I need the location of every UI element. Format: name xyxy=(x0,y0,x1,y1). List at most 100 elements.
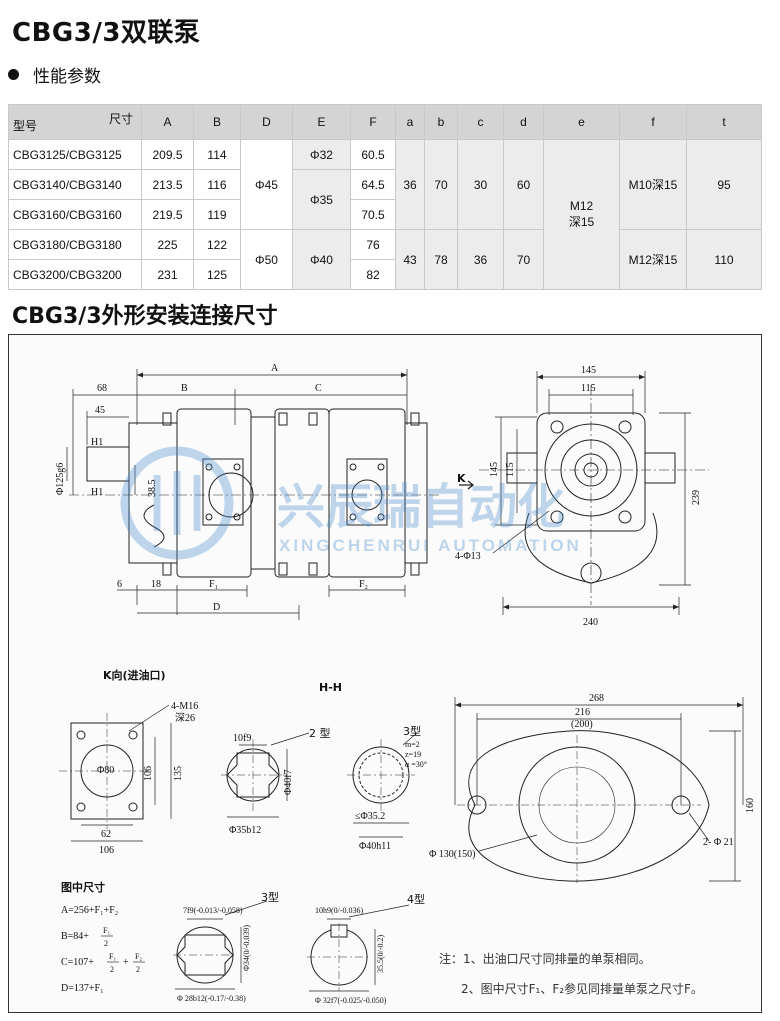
header-a: a xyxy=(395,104,425,140)
cell-F: 82 xyxy=(350,259,396,290)
cell-e-line1: M12 xyxy=(569,199,594,213)
dim-6: 6 xyxy=(117,579,122,590)
dim-145-v: 145 xyxy=(489,462,500,477)
bottom-10h9: 10h9(0/-0.036) xyxy=(315,906,364,915)
cell-f: M10深15 xyxy=(619,139,687,230)
cell-D: Φ45 xyxy=(240,139,293,230)
cell-B: 125 xyxy=(193,259,241,290)
dim-D: D xyxy=(213,602,220,613)
k-view xyxy=(59,713,155,829)
shaft-bottom-type4 xyxy=(307,923,371,991)
k-4-m16: 4-M16 xyxy=(171,701,198,712)
hh-phi40h11: Φ40h11 xyxy=(359,841,391,852)
note-1: 注：1、出油口尺寸同排量的单泵相同。 xyxy=(439,951,651,966)
dim-240: 240 xyxy=(583,617,598,628)
cell-A: 219.5 xyxy=(141,199,194,230)
hh-type3: 3型 xyxy=(403,724,421,738)
cell-F: 76 xyxy=(350,229,396,260)
header-t: t xyxy=(686,104,762,140)
dimension-drawing: 兴辰瑞自动化 XINGCHENRUI AUTOMATION A B C 68 4… xyxy=(8,334,762,1013)
table-header-row: 型号 尺寸 A B D E F a b c d e f t xyxy=(8,104,762,140)
performance-table: 型号 尺寸 A B D E F a b c d e f t CBG3125/CB… xyxy=(8,104,762,290)
hh-m: m=2 xyxy=(405,740,420,749)
dim-38-5: 38.5 xyxy=(147,480,158,498)
bottom-type3: 3型 xyxy=(261,890,279,904)
bottom-type4: 4型 xyxy=(407,892,425,906)
cell-d: 60 xyxy=(503,139,544,230)
dim-4-phi13: 4-Φ13 xyxy=(455,551,481,562)
cell-F: 64.5 xyxy=(350,169,396,200)
drawing-svg: 兴辰瑞自动化 XINGCHENRUI AUTOMATION A B C 68 4… xyxy=(55,363,756,1005)
section-heading-text: 性能参数 xyxy=(33,67,101,87)
dim-145-h: 145 xyxy=(581,365,596,376)
watermark-en: XINGCHENRUI AUTOMATION xyxy=(279,536,582,555)
cell-A: 225 xyxy=(141,229,194,260)
shaft-type2 xyxy=(221,739,287,811)
hh-phi352: ≤Φ35.2 xyxy=(355,811,385,822)
cell-t: 95 xyxy=(686,139,762,230)
dim-H1-top: H1 xyxy=(91,437,103,448)
flange-216: 216 xyxy=(575,707,590,718)
header-size: 尺寸 xyxy=(108,112,133,126)
formula-C-num1: F₁ xyxy=(109,952,116,961)
k-106-v: 106 xyxy=(143,766,154,781)
shaft-bottom-type3 xyxy=(173,926,237,984)
formula-C-num2: F₂ xyxy=(135,952,142,961)
hh-title: H-H xyxy=(319,681,342,694)
dim-115-v: 115 xyxy=(505,462,516,477)
cell-F: 70.5 xyxy=(350,199,396,230)
section-heading-performance: 性能参数 xyxy=(8,62,101,87)
dim-45: 45 xyxy=(95,405,105,416)
hh-10f9: 10f9 xyxy=(233,733,251,744)
hh-phi40f7: Φ40f7 xyxy=(283,769,294,795)
header-model: 型号 xyxy=(13,119,38,133)
k-deep26: 深26 xyxy=(175,712,195,724)
bottom-7f9: 7f9(-0.013/-0.058) xyxy=(183,906,243,915)
table-row: CBG3140/CBG3140 213.5 116 Φ35 64.5 xyxy=(8,169,762,230)
section-heading-dimensions: CBG3/3外形安装连接尺寸 xyxy=(12,304,278,329)
mounting-flange xyxy=(457,730,710,883)
hh-type2: 2 型 xyxy=(309,726,331,740)
cell-b: 78 xyxy=(424,229,458,290)
note-2: 2、图中尺寸F₁、F₂参见同排量单泵之尺寸F。 xyxy=(461,981,703,996)
dim-18: 18 xyxy=(151,579,161,590)
dim-B: B xyxy=(181,383,188,394)
formula-B-den: 2 xyxy=(104,939,108,948)
cell-B: 116 xyxy=(193,169,241,200)
cell-b: 70 xyxy=(424,139,458,230)
header-F: F xyxy=(350,104,396,140)
cell-B: 119 xyxy=(193,199,241,230)
hh-phi35b12: Φ35b12 xyxy=(229,825,261,836)
formula-C-den1: 2 xyxy=(110,965,114,974)
flange-268: 268 xyxy=(589,693,604,704)
formula-A: A=256+F₁+F₂ xyxy=(61,905,118,916)
watermark-logo-icon xyxy=(120,446,234,560)
bottom-35-5: 35.5(0/-0.2) xyxy=(376,934,385,973)
dim-115-h: 115 xyxy=(581,383,596,394)
bottom-phi34: Φ34(0/-0.039) xyxy=(242,925,251,971)
cell-E: Φ32 xyxy=(292,139,351,170)
cell-E: Φ35 xyxy=(292,169,351,230)
cell-B: 114 xyxy=(193,139,241,170)
header-b: b xyxy=(424,104,458,140)
dim-F1: F₁ xyxy=(209,579,218,590)
flange-2-phi21: 2- Φ 21 xyxy=(703,837,734,848)
cell-F: 60.5 xyxy=(350,139,396,170)
bottom-phi32f7: Φ 32f7(-0.025/-0.050) xyxy=(315,996,387,1005)
pump-side-view xyxy=(69,408,439,578)
table-row: CBG3180/CBG3180 225 122 Φ50 Φ40 76 43 78… xyxy=(8,229,762,290)
cell-a: 36 xyxy=(395,139,425,230)
header-c: c xyxy=(457,104,504,140)
k-62: 62 xyxy=(101,829,111,840)
pump-front-view xyxy=(479,385,709,605)
cell-A: 213.5 xyxy=(141,169,194,200)
watermark: 兴辰瑞自动化 XINGCHENRUI AUTOMATION xyxy=(120,446,582,560)
dim-239: 239 xyxy=(691,490,702,505)
table-row: CBG3200/CBG3200 231 125 82 xyxy=(8,259,762,290)
hh-z: z=19 xyxy=(405,750,421,759)
dim-phi125: Φ125g6 xyxy=(55,463,66,495)
cell-t: 110 xyxy=(686,229,762,290)
bottom-phi28b12: Φ 28b12(-0.17/-0.38) xyxy=(177,994,246,1003)
cell-model: CBG3140/CBG3140 xyxy=(8,169,142,200)
header-e: e xyxy=(543,104,620,140)
